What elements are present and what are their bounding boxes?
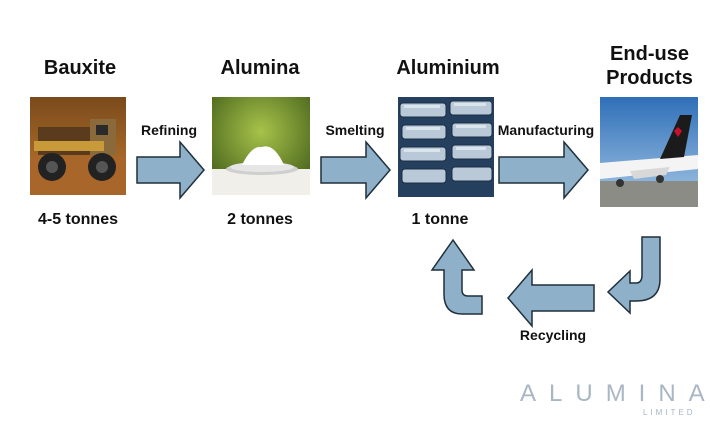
process-label-smelting: Smelting (325, 122, 385, 138)
stage-title-bauxite: Bauxite (43, 57, 117, 79)
alumina-powder-photo (212, 97, 310, 195)
stage-title-alumina: Alumina (220, 57, 300, 79)
quantity-bauxite: 4-5 tonnes (37, 211, 118, 228)
refining-arrow (136, 140, 205, 200)
quantity-alumina: 2 tonnes (227, 211, 293, 228)
stage-title-end-use-products: End-use Products (606, 43, 693, 89)
quantity-aluminium: 1 tonne (411, 211, 469, 228)
airplane-photo (600, 97, 698, 207)
manufacturing-arrow (498, 140, 589, 200)
alumina-limited-logo: ALUMINA (520, 380, 710, 407)
logo-subtitle: LIMITED (643, 408, 696, 417)
bauxite-mining-truck-photo (30, 97, 126, 195)
smelting-arrow (320, 140, 391, 200)
stage-title-aluminium: Aluminium (396, 57, 500, 79)
recycling-arrow (507, 268, 595, 328)
process-label-recycling: Recycling (519, 327, 587, 343)
recycling-return-curve-arrow (606, 236, 661, 315)
aluminium-ingots-photo (398, 97, 494, 197)
process-label-manufacturing: Manufacturing (497, 122, 595, 138)
recycling-up-curve-arrow (430, 238, 483, 315)
process-label-refining: Refining (141, 122, 197, 138)
